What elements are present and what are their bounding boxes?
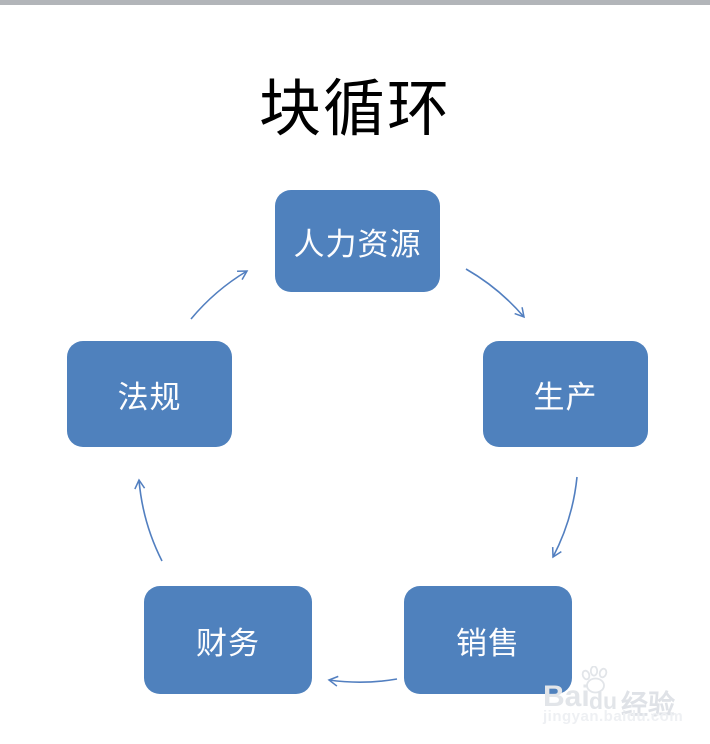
arrow-finance-to-regulations [134,478,163,562]
node-sales: 销售 [404,586,572,694]
arrow-sales-to-finance [327,675,398,687]
node-label: 财务 [196,625,260,661]
diagram-title: 块循环 [258,76,451,144]
node-finance: 财务 [144,586,312,694]
watermark-url: jingyan.baidu.com [543,708,684,725]
node-label: 人力资源 [293,226,422,262]
watermark-brand-bai: Bai [543,680,590,713]
node-label: 销售 [456,625,520,661]
node-production: 生产 [483,341,648,447]
arrow-hr-to-production [465,268,526,319]
watermark-brand-du: du [589,688,618,714]
arrow-regulations-to-hr [190,270,249,320]
node-label: 法规 [117,379,182,415]
node-regulations: 法规 [67,341,232,447]
node-human-resources: 人力资源 [275,190,440,292]
arrow-production-to-sales [551,476,578,559]
watermark-brand-suffix: 经验 [621,690,675,720]
node-label: 生产 [533,379,598,415]
top-gray-bar [0,0,710,5]
baidu-paw-icon [581,666,608,694]
